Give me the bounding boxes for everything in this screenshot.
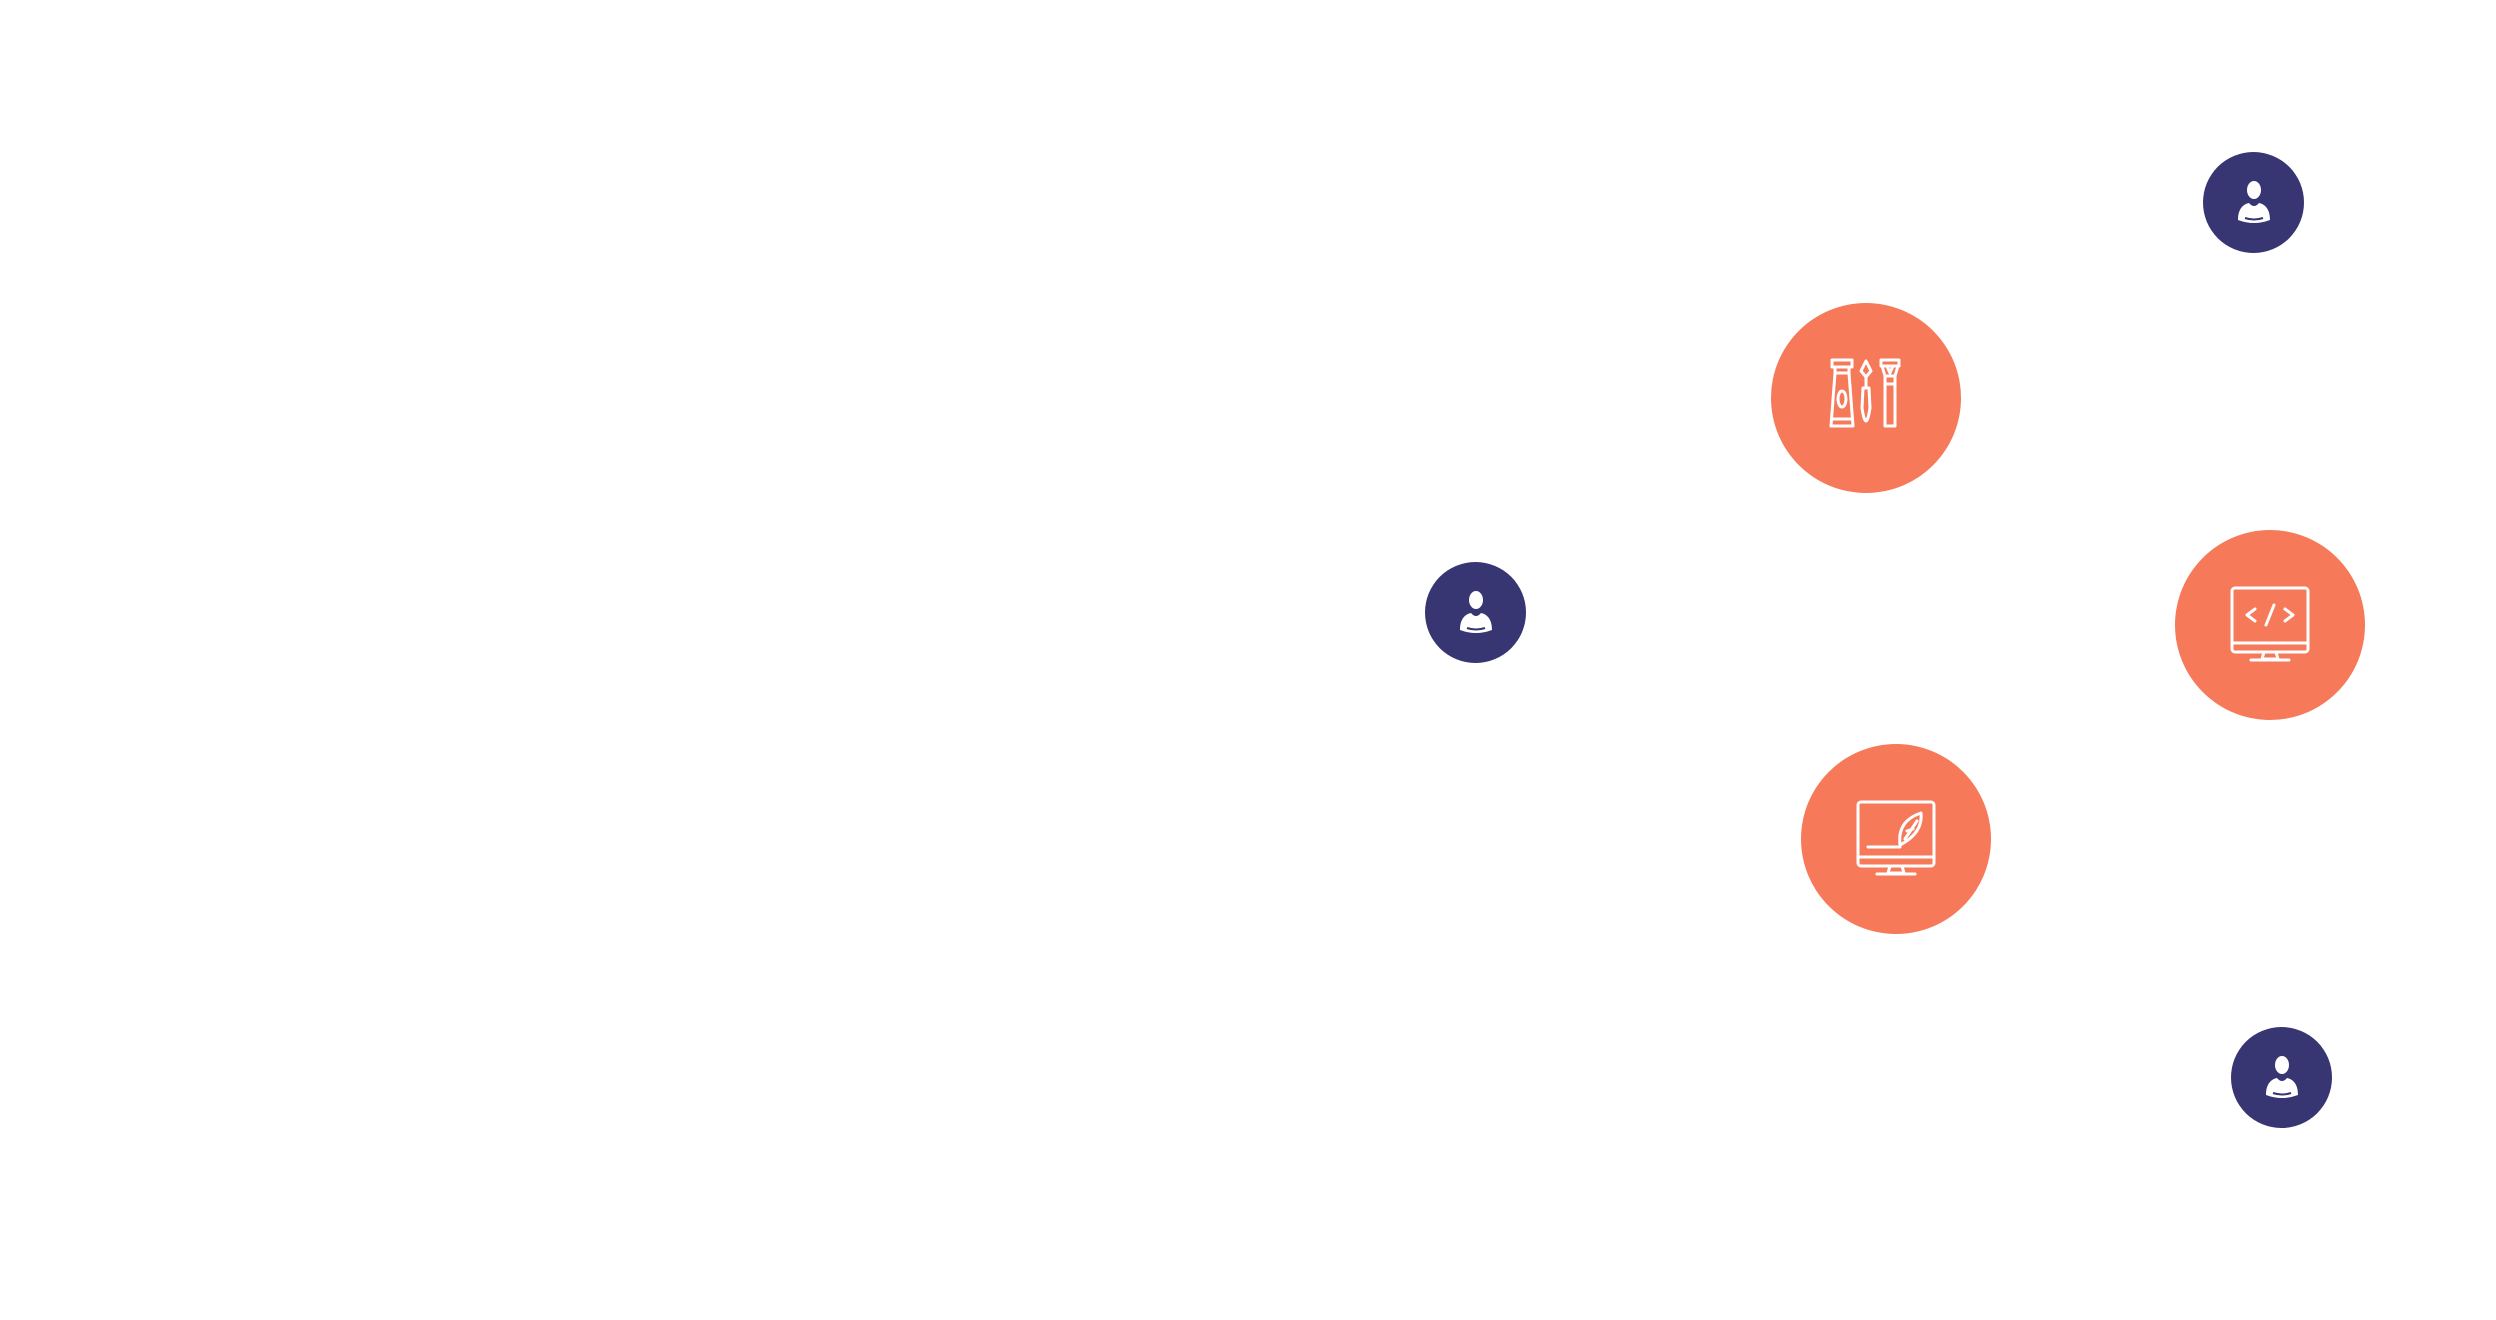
user-icon [2265,1055,2298,1098]
person-node-center[interactable] [1425,562,1526,663]
code-monitor-icon [2230,586,2310,662]
skill-node-art[interactable] [1771,303,1961,493]
skill-node-design[interactable] [1801,744,1991,934]
user-icon [2237,180,2270,223]
person-node-bottom[interactable] [2231,1027,2332,1128]
design-monitor-icon [1856,800,1936,876]
person-node-top[interactable] [2203,152,2304,253]
skill-node-code[interactable] [2175,530,2365,720]
user-icon [1459,590,1492,633]
paint-tools-icon [1829,358,1901,428]
